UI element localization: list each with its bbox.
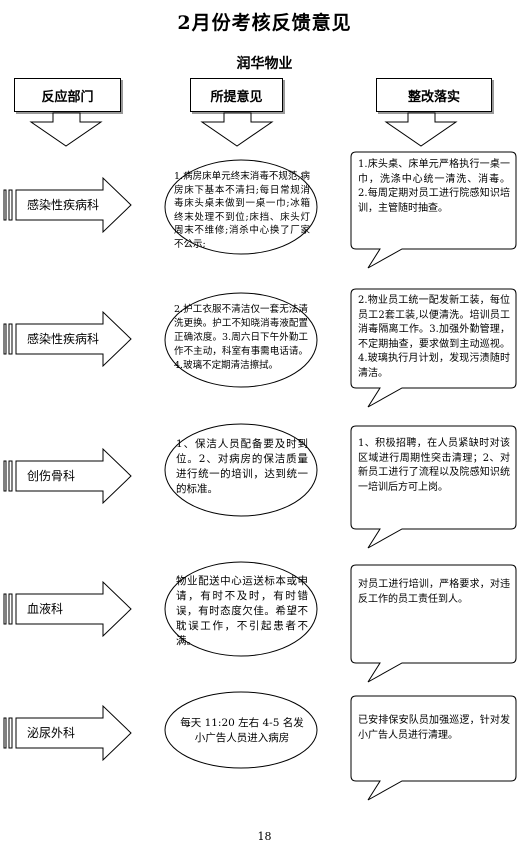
opinion-text: 1、保洁人员配备要及时到位。2、对病房的保洁质量进行统一的培训，达到统一的标准。 — [176, 438, 308, 495]
dept-label: 感染性疾病科 — [27, 332, 100, 346]
fix-callout — [350, 695, 517, 801]
stripe — [3, 717, 7, 749]
stripe — [8, 323, 13, 355]
page-title: 2月份考核反馈意见 — [177, 12, 352, 34]
row-4-shapes — [3, 561, 517, 683]
row-1-shapes — [3, 151, 517, 269]
dept-arrow-shape — [15, 447, 132, 505]
stripe — [3, 323, 7, 355]
fix-callout — [350, 151, 517, 269]
down-arrow-dept — [29, 112, 103, 147]
company-name: 润华物业 — [236, 56, 293, 72]
stripe — [8, 460, 13, 492]
dept-arrow-shape — [15, 580, 132, 638]
header-fix: 整改落实 — [376, 78, 492, 112]
fix-callout — [350, 425, 517, 549]
opinion-ellipse — [164, 561, 318, 657]
stripe — [3, 460, 7, 492]
stripe — [8, 189, 13, 221]
fix-callout — [350, 564, 517, 683]
fix-text: 2.物业员工统一配发新工装，每位员工2套工装,以便清洗。培训员工消毒隔离工作。3… — [358, 295, 510, 379]
dept-label: 感染性疾病科 — [27, 198, 100, 212]
header-dept: 反应部门 — [14, 78, 121, 112]
opinion-ellipse — [164, 292, 318, 388]
down-arrow-opinion — [200, 112, 274, 147]
opinion-ellipse — [164, 159, 318, 255]
fix-text: 1、积极招聘，在人员紧缺时对该区域进行周期性突击清理；2、对新员工进行了流程以及… — [358, 438, 510, 493]
stripe — [3, 189, 7, 221]
opinion-text: 每天 11:20 左右 4-5 名发小广告人员进入病房 — [180, 717, 304, 744]
dept-label: 血液科 — [27, 602, 64, 616]
dept-arrow-shape — [15, 176, 132, 234]
fix-text: 已安排保安队员加强巡逻，针对发小广告人员进行清理。 — [358, 715, 510, 741]
fix-text: 对员工进行培训，严格要求，对违反工作的员工责任到人。 — [358, 579, 510, 605]
stripe — [3, 593, 7, 625]
row-2-shapes — [3, 288, 517, 408]
opinion-ellipse — [164, 423, 318, 517]
dept-label: 创伤骨科 — [27, 469, 76, 483]
opinion-ellipse — [164, 691, 318, 769]
opinion-text: 2.护工衣服不清洁仅一套无法清洗更换。护工不知晓消毒液配置正确浓度。3.周六日下… — [174, 304, 308, 371]
fix-text: 1.床头桌、床单元严格执行一桌一巾，洗涤中心统一清洗、消毒。 2.每周定期对员工… — [358, 159, 510, 214]
opinion-text: 1.病房床单元终末消毒不规范,病房床下基本不清扫;每日常规消毒床头桌未做到一桌一… — [174, 171, 310, 250]
fix-callout — [350, 288, 517, 408]
dept-label: 泌尿外科 — [27, 726, 76, 740]
row-5-shapes — [3, 691, 517, 801]
header-opinion: 所提意见 — [190, 78, 283, 112]
stripe — [8, 717, 13, 749]
dept-arrow-shape — [15, 704, 132, 762]
dept-arrow-shape — [15, 310, 132, 368]
page-number: 18 — [257, 830, 272, 843]
stripe — [8, 593, 13, 625]
row-3-shapes — [3, 423, 517, 549]
opinion-text: 物业配送中心运送标本或申请，有时不及时，有时错误，有时态度欠佳。希望不耽误工作，… — [176, 575, 308, 647]
down-arrow-fix — [384, 112, 458, 147]
